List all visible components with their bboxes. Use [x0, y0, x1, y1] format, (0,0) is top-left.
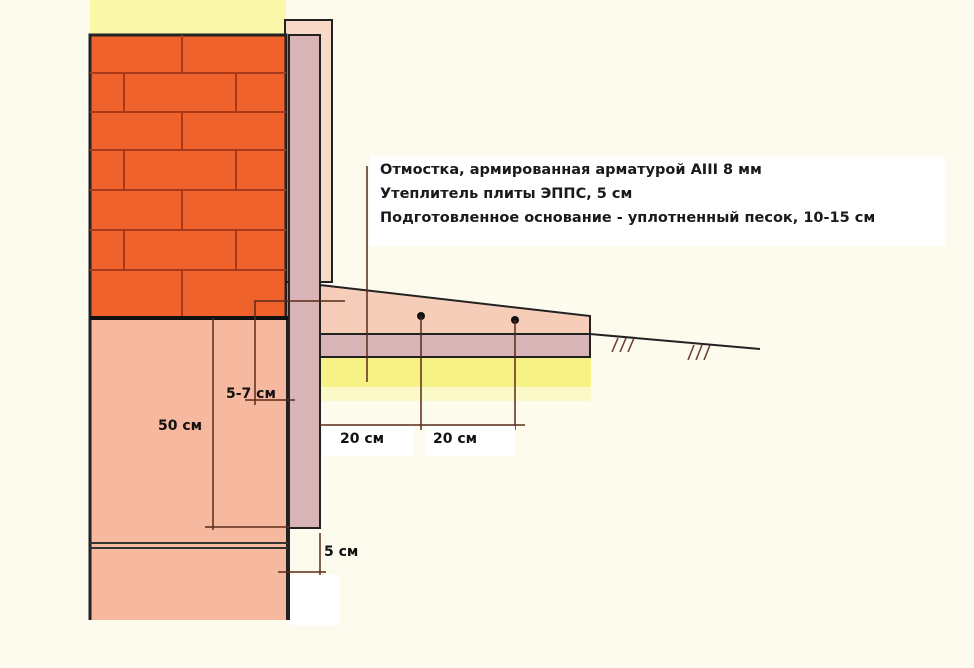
- foundation: [90, 318, 288, 620]
- slab-insulation: [319, 333, 591, 358]
- ground-hatch: [611, 337, 711, 361]
- dim-rebar-1: 20 см: [340, 431, 384, 447]
- ground-line: [589, 333, 761, 350]
- legend-item: Подготовленное основание - уплотненный п…: [380, 210, 876, 226]
- dim-wall-offset: 5-7 см: [226, 386, 276, 402]
- legend-item: Отмостка, армированная арматурой АIII 8 …: [380, 162, 762, 178]
- dim-insulation-gap: 5 см: [324, 544, 358, 560]
- legend-item: Утеплитель плиты ЭППС, 5 см: [380, 186, 633, 202]
- blind-area-slab: [319, 283, 591, 335]
- vertical-insulation: [288, 34, 321, 529]
- brick-wall: [88, 33, 288, 320]
- legend-box: Отмостка, армированная арматурой АIII 8 …: [370, 156, 945, 246]
- sand-base: [321, 357, 591, 387]
- dim-rebar-2: 20 см: [433, 431, 477, 447]
- wall-top-fill: [90, 0, 286, 36]
- dim-depth: 50 см: [158, 418, 202, 434]
